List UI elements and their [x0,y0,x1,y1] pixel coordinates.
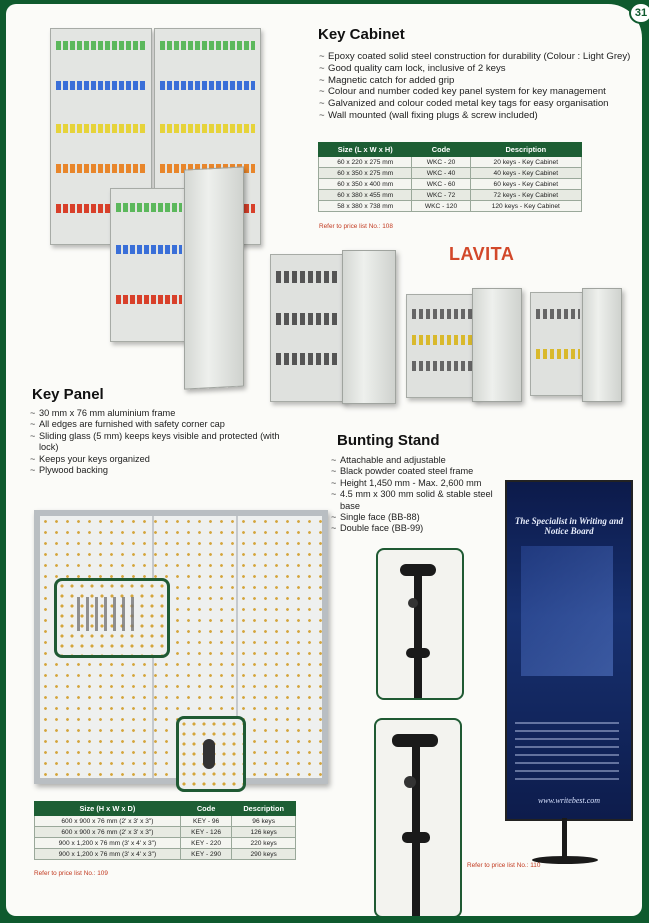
cell-code: KEY - 126 [179,826,233,838]
col-header-size: Size (H x W x D) [34,801,181,816]
key-panel-spec-table: Size (H x W x D) Code Description 600 x … [34,801,296,860]
cell-code: WKC - 60 [411,178,471,190]
bunting-stand-price-ref: Refer to price list No.: 110 [467,862,541,869]
cell-code: KEY - 96 [179,815,233,827]
bunting-banner-photo: The Specialist in Writing and Notice Boa… [505,480,633,821]
col-header-description: Description [469,142,583,157]
key-panel-price-ref: Refer to price list No.: 109 [34,870,108,877]
bunting-stand-pole [562,818,567,858]
feature-item: 4.5 mm x 300 mm solid & stable steel bas… [331,489,511,512]
banner-product-images [521,546,613,676]
feature-item: Wall mounted (wall fixing plugs & screw … [319,110,637,122]
page-number-badge: 31 [629,2,649,24]
cell-description: 60 keys - Key Cabinet [469,178,583,190]
key-cabinet-title: Key Cabinet [318,26,405,43]
table-header-row: Size (L x W x H) Code Description [317,142,583,157]
feature-item: Plywood backing [30,465,280,477]
cell-size: 60 x 350 x 400 mm [317,178,413,190]
col-header-size: Size (L x W x H) [317,142,413,157]
key-panel-title: Key Panel [32,386,104,403]
feature-item: Double face (BB-99) [331,523,511,535]
feature-item: Single face (BB-88) [331,512,511,524]
cell-size: 60 x 220 x 275 mm [317,156,413,168]
lavita-cabinet-photo-3 [530,292,586,396]
feature-item: Good quality cam lock, inclusive of 2 ke… [319,63,637,75]
cell-description: 40 keys - Key Cabinet [469,167,583,179]
lavita-brand-logo: LAVITA [449,244,515,264]
col-header-code: Code [411,142,471,157]
lavita-cabinet-photo-2 [406,294,478,398]
cell-code: KEY - 290 [179,848,233,860]
key-cabinet-small-photo [110,188,188,342]
key-panel-lock-detail [176,716,246,792]
feature-item: Attachable and adjustable [331,455,511,467]
cell-description: 220 keys [231,837,296,849]
banner-title: The Specialist in Writing and Notice Boa… [514,516,624,536]
key-panel-features: 30 mm x 76 mm aluminium frame All edges … [30,408,280,477]
key-cabinet-features: Epoxy coated solid steel construction fo… [319,51,637,122]
table-header-row: Size (H x W x D) Code Description [34,801,296,816]
lavita-cabinet-door-2 [472,288,522,402]
banner-url: www.writebest.com [537,796,601,805]
cell-size: 60 x 380 x 455 mm [317,189,413,201]
cell-size: 60 x 350 x 275 mm [317,167,413,179]
cell-description: 290 keys [231,848,296,860]
bunting-stand-detail-bottom [374,718,462,916]
feature-item: Height 1,450 mm - Max. 2,600 mm [331,478,511,490]
key-cabinet-price-ref: Refer to price list No.: 108 [319,223,393,230]
bunting-stand-detail-top [376,548,464,700]
bunting-stand-features: Attachable and adjustable Black powder c… [331,455,511,535]
cell-code: KEY - 220 [179,837,233,849]
col-header-description: Description [231,801,296,816]
col-header-code: Code [179,801,233,816]
table-row: 900 x 1,200 x 76 mm (3' x 4' x 3")KEY - … [34,848,296,860]
lavita-cabinet-photo-1 [270,254,346,402]
lavita-cabinet-door-3 [582,288,622,402]
table-row: 600 x 900 x 76 mm (2' x 3' x 3")KEY - 96… [34,815,296,827]
cell-code: WKC - 120 [411,200,471,212]
feature-item: Black powder coated steel frame [331,466,511,478]
bunting-stand-title: Bunting Stand [337,432,440,449]
key-cabinet-large-photo [50,28,152,245]
key-panel-keys-detail [54,578,170,658]
bunting-stand-base [532,856,598,864]
cell-size: 900 x 1,200 x 76 mm (3' x 4' x 3") [34,837,181,849]
cell-code: WKC - 20 [411,156,471,168]
cell-code: WKC - 40 [411,167,471,179]
feature-item: Epoxy coated solid steel construction fo… [319,51,637,63]
lavita-cabinet-door-1 [342,250,396,404]
cell-size: 900 x 1,200 x 76 mm (3' x 4' x 3") [34,848,181,860]
table-row: 600 x 900 x 76 mm (2' x 3' x 3")KEY - 12… [34,826,296,838]
cell-code: WKC - 72 [411,189,471,201]
cell-description: 20 keys - Key Cabinet [469,156,583,168]
feature-item: Keeps your keys organized [30,454,280,466]
feature-item: All edges are furnished with safety corn… [30,419,280,431]
cell-description: 126 keys [231,826,296,838]
sliding-glass-divider [236,516,238,778]
feature-item: Sliding glass (5 mm) keeps keys visible … [30,431,280,454]
key-cabinet-spec-table: Size (L x W x H) Code Description 60 x 2… [317,142,583,212]
banner-feature-list [515,722,619,782]
cell-description: 96 keys [231,815,296,827]
cell-size: 58 x 380 x 738 mm [317,200,413,212]
feature-item: Galvanized and colour coded metal key ta… [319,98,637,110]
cell-description: 120 keys - Key Cabinet [469,200,583,212]
cell-size: 600 x 900 x 76 mm (2' x 3' x 3") [34,826,181,838]
table-row: 900 x 1,200 x 76 mm (3' x 4' x 3")KEY - … [34,837,296,849]
feature-item: 30 mm x 76 mm aluminium frame [30,408,280,420]
key-cabinet-door [184,166,244,390]
cell-size: 600 x 900 x 76 mm (2' x 3' x 3") [34,815,181,827]
feature-item: Colour and number coded key panel system… [319,86,637,98]
catalog-page: Key Cabinet Epoxy coated solid steel con… [6,4,642,916]
cell-description: 72 keys - Key Cabinet [469,189,583,201]
feature-item: Magnetic catch for added grip [319,75,637,87]
